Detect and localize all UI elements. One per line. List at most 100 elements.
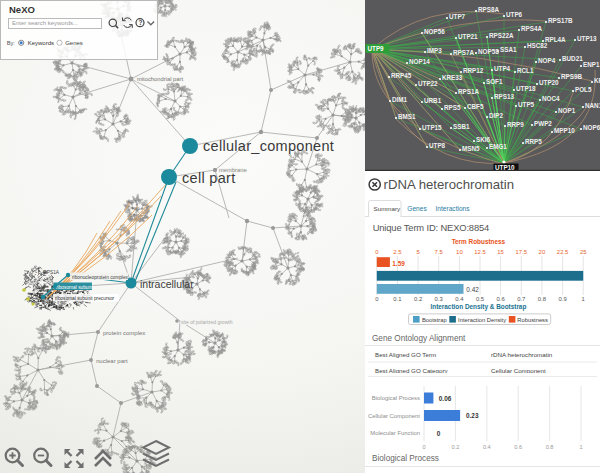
svg-text:?: ? [138,19,142,26]
svg-text:0.1: 0.1 [393,296,401,302]
svg-text:Molecular Function: Molecular Function [370,430,420,436]
svg-text:RPS7A: RPS7A [453,49,474,56]
svg-text:Genes: Genes [65,40,83,46]
svg-text:0.23: 0.23 [466,412,479,419]
svg-text:0.3: 0.3 [435,296,444,302]
svg-text:NOC4: NOC4 [542,95,560,102]
svg-text:0.7: 0.7 [517,296,525,302]
svg-text:RPS5: RPS5 [444,104,461,111]
svg-text:UTP8: UTP8 [429,142,446,149]
svg-text:0: 0 [422,444,425,450]
svg-text:NOP58: NOP58 [478,48,499,55]
svg-text:Summary: Summary [374,205,401,212]
svg-text:KRR1: KRR1 [594,77,600,84]
svg-text:UTP20: UTP20 [539,79,559,86]
svg-text:0.06: 0.06 [439,395,452,402]
svg-text:Best Aligned GO Category: Best Aligned GO Category [375,367,448,374]
svg-text:Keywords: Keywords [28,40,54,46]
svg-text:RCL1: RCL1 [517,67,534,74]
svg-text:Gene Ontology Alignment: Gene Ontology Alignment [372,334,466,343]
svg-text:0: 0 [375,296,379,302]
svg-text:RPS22A: RPS22A [489,32,514,39]
svg-text:NOP14: NOP14 [409,58,430,65]
svg-text:RPS1A: RPS1A [458,88,479,95]
svg-text:UTP13: UTP13 [577,35,597,42]
svg-text:0.6: 0.6 [496,296,505,302]
svg-text:DIM1: DIM1 [392,96,408,103]
svg-text:C2F5: C2F5 [129,213,140,218]
svg-text:RPS4A: RPS4A [521,25,542,32]
svg-text:0.9: 0.9 [558,296,566,302]
svg-text:SOF1: SOF1 [486,78,503,85]
svg-text:NOP1: NOP1 [558,107,576,114]
svg-text:17.5: 17.5 [516,249,528,255]
svg-text:protein complex: protein complex [103,330,145,336]
svg-text:RRP12: RRP12 [463,67,484,74]
svg-text:UTP21: UTP21 [458,33,478,40]
svg-text:Unique Term ID: NEXO:8854: Unique Term ID: NEXO:8854 [373,222,489,233]
svg-text:22.5: 22.5 [557,249,569,255]
svg-text:1.59: 1.59 [392,260,405,267]
svg-text:UTP5: UTP5 [518,101,535,108]
svg-text:MSN5: MSN5 [462,145,480,152]
svg-text:RPL4A: RPL4A [545,36,566,43]
svg-text:Cellular Component: Cellular Component [491,367,546,374]
svg-text:BMS1: BMS1 [398,113,416,120]
svg-text:RRP9: RRP9 [507,121,524,128]
svg-text:rDNA heterochromatin: rDNA heterochromatin [384,177,514,192]
svg-text:0.2: 0.2 [414,296,422,302]
svg-text:ribonucleoprotein complex: ribonucleoprotein complex [72,275,129,280]
svg-text:RRP5: RRP5 [525,138,542,145]
svg-text:Interactions: Interactions [436,205,471,212]
svg-text:UTP6: UTP6 [506,11,523,18]
svg-text:0.6: 0.6 [514,444,522,450]
svg-text:2.5: 2.5 [393,249,402,255]
svg-text:UTP22: UTP22 [418,80,438,87]
svg-text:SSA1: SSA1 [500,46,517,53]
svg-text:cellular_component: cellular_component [203,138,334,154]
svg-text:EMG1: EMG1 [489,143,507,150]
svg-text:ribosomal subunit: ribosomal subunit [56,285,94,290]
svg-text:UTP18: UTP18 [516,85,536,92]
svg-text:0.2: 0.2 [452,444,460,450]
svg-text:UTP4: UTP4 [494,65,511,72]
svg-text:UTP15: UTP15 [422,124,442,131]
svg-text:SKI6: SKI6 [476,136,490,143]
svg-text:NOP56: NOP56 [424,28,445,35]
svg-text:0.8: 0.8 [538,296,547,302]
svg-text:Robustness: Robustness [517,317,548,323]
svg-text:Bootstrap: Bootstrap [422,317,447,323]
svg-text:Cellular Component: Cellular Component [368,413,420,419]
svg-text:0.8: 0.8 [546,444,554,450]
svg-text:Genes: Genes [407,205,427,212]
svg-text:Interaction Density & Bootstra: Interaction Density & Bootstrap [430,303,526,311]
svg-text:membrane: membrane [219,167,247,173]
svg-text:Biological Process: Biological Process [372,395,420,401]
svg-text:IMP3: IMP3 [427,47,442,54]
svg-text:12.5: 12.5 [474,249,486,255]
svg-text:1: 1 [579,444,582,450]
svg-text:ENP1: ENP1 [583,61,600,68]
svg-text:RPS13: RPS13 [494,93,514,100]
svg-text:Term Robustness: Term Robustness [452,238,506,245]
svg-text:CBF5: CBF5 [467,103,484,110]
svg-text:RPS8A: RPS8A [478,6,499,13]
svg-text:NOP4: NOP4 [538,57,556,64]
svg-text:RPS9B: RPS9B [561,73,582,80]
svg-text:GCL5: GCL5 [126,199,138,204]
svg-text:15: 15 [497,249,504,255]
svg-text:RF5: RF5 [132,206,141,211]
svg-text:Interaction Density: Interaction Density [458,317,506,323]
svg-text:DIP2: DIP2 [489,112,503,119]
svg-text:Best Aligned GO Term: Best Aligned GO Term [375,351,436,358]
svg-text:0.5: 0.5 [476,296,485,302]
svg-text:ribosomal subunit precursor: ribosomal subunit precursor [55,296,115,301]
svg-text:7.5: 7.5 [435,249,444,255]
svg-text:MPP10: MPP10 [554,127,575,134]
svg-text:10: 10 [456,249,463,255]
svg-text:0: 0 [437,430,441,437]
svg-text:POL5: POL5 [575,86,592,93]
svg-text:RPS17B: RPS17B [548,17,573,24]
svg-text:UTP9: UTP9 [368,45,385,52]
svg-text:25: 25 [580,249,587,255]
